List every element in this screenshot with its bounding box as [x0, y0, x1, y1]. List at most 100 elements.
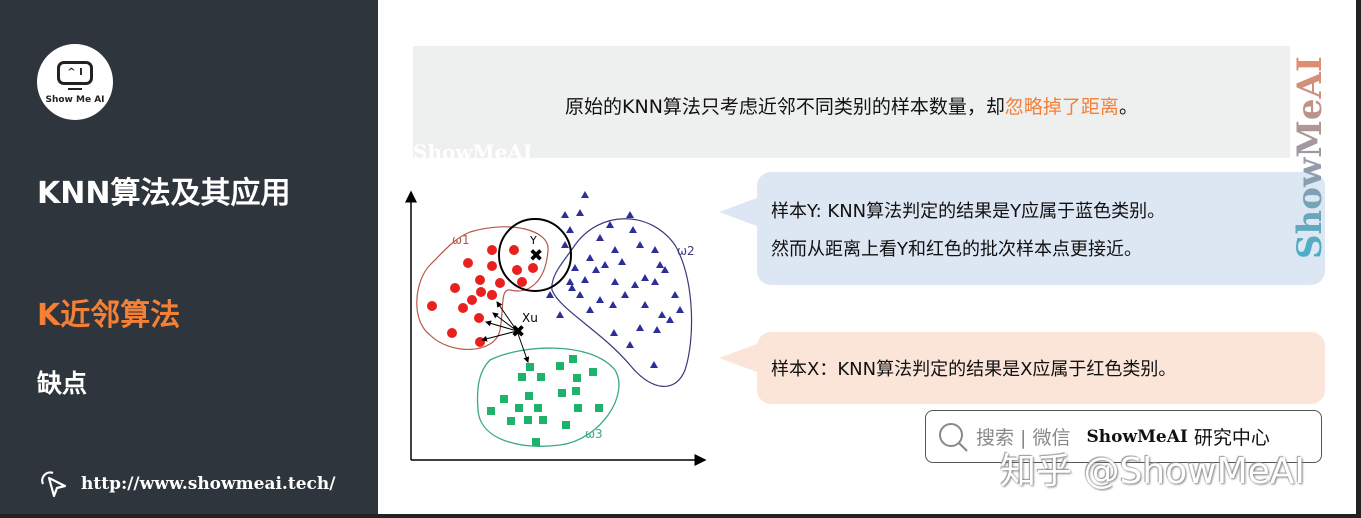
class2-point [651, 246, 659, 253]
class3-point [595, 404, 603, 412]
class1-point [475, 337, 485, 347]
class2-point [601, 261, 609, 268]
cursor-click-icon [41, 471, 67, 498]
class2-point [618, 258, 626, 265]
search-placeholder: 搜索 | 微信 [976, 427, 1071, 449]
class3-point [539, 416, 547, 424]
class3-point [572, 387, 580, 395]
neighbor-arrow [492, 312, 518, 332]
class3-point [524, 416, 532, 424]
class1-point [447, 328, 457, 338]
label-xu: Xu [522, 311, 538, 325]
class1-point [487, 290, 497, 300]
class1-point [528, 263, 538, 273]
class2-point [641, 301, 649, 308]
class1-point [517, 277, 527, 287]
sample-y-callout: 样本Y: KNN算法判定的结果是Y应属于蓝色类别。 然而从距离上看Y和红色的批次… [719, 172, 1325, 285]
class2-boundary [551, 218, 693, 387]
class2-point [626, 341, 634, 348]
class3-point [515, 404, 523, 412]
intro-text: 原始的KNN算法只考虑近邻不同类别的样本数量，却忽略掉了距离。 [565, 96, 1138, 118]
class2-point [610, 329, 618, 336]
class1-boundary [416, 226, 549, 350]
class2-point [576, 209, 584, 216]
class2-point [611, 246, 619, 253]
knn-figure: ✖✖ Y Xu ω1 ω2 ω3 [405, 190, 707, 466]
class2-point [566, 278, 574, 285]
website-link[interactable]: http://www.showmeai.tech/ [37, 468, 335, 500]
class3-point [569, 355, 577, 363]
course-title: KNN算法及其应用 [37, 176, 291, 211]
sidebar: ^ I Show Me AI KNN算法及其应用 K近邻算法 缺点 http:/… [0, 0, 378, 518]
class3-point [534, 404, 542, 412]
class2-point [676, 306, 684, 313]
class2-point [631, 281, 639, 288]
class2-point [571, 264, 579, 271]
class2-point [636, 241, 644, 248]
class2-point [581, 191, 589, 198]
class2-point [656, 261, 664, 268]
search-brand-suffix: 研究中心 [1193, 427, 1270, 449]
side-watermark: ShowMeAI [1290, 40, 1330, 275]
class2-point [611, 278, 619, 285]
class2-point [658, 311, 666, 318]
class2-point [556, 311, 564, 318]
showmeai-logo: ^ I Show Me AI [37, 44, 113, 120]
class2-point [641, 274, 649, 281]
sample-y-line1: 样本Y: KNN算法判定的结果是Y应属于蓝色类别。 [771, 200, 1166, 222]
class2-point [576, 291, 584, 298]
class1-point [512, 265, 522, 275]
neighbor-arrow [496, 301, 518, 332]
class2-point [629, 226, 637, 233]
class2-point [661, 266, 669, 273]
class2-point [653, 326, 661, 333]
class3-boundary [476, 347, 620, 447]
class2-point [586, 306, 594, 313]
class1-point [487, 261, 497, 271]
class2-point [650, 361, 658, 368]
sample-xu-mark: ✖ [511, 322, 525, 342]
search-box[interactable]: 搜索 | 微信 ShowMeAI 研究中心 [925, 410, 1322, 463]
class2-point [592, 266, 600, 273]
class2-point [671, 291, 679, 298]
class3-point [532, 438, 540, 446]
class3-point [537, 373, 545, 381]
class2-point [566, 226, 574, 233]
neighbor-arrow [516, 330, 530, 363]
class2-point [561, 241, 569, 248]
class3-point [556, 362, 564, 370]
label-w2: ω2 [677, 244, 695, 258]
y-neighborhood-circle [498, 218, 572, 292]
class3-point [558, 389, 566, 397]
class2-point [596, 234, 604, 241]
class2-point [626, 211, 634, 218]
intro-box: 原始的KNN算法只考虑近邻不同类别的样本数量，却忽略掉了距离。 ShowMeAI [413, 46, 1290, 164]
class2-point [621, 291, 629, 298]
class2-point [568, 284, 576, 291]
class1-point [476, 287, 486, 297]
class1-point [463, 258, 473, 268]
class3-point [574, 404, 582, 412]
class3-point [518, 373, 526, 381]
class3-point [589, 368, 597, 376]
subsection-title: 缺点 [37, 369, 88, 398]
class2-point [606, 221, 614, 228]
tv-icon: ^ I [57, 61, 93, 85]
section-title: K近邻算法 [37, 298, 181, 333]
class3-point [487, 407, 495, 415]
class1-point [474, 313, 484, 323]
class3-point [525, 392, 533, 400]
class2-point [546, 291, 554, 298]
website-url[interactable]: http://www.showmeai.tech/ [81, 474, 336, 494]
zhihu-watermark: 知乎 @ShowMeAI [1000, 451, 1306, 492]
class2-point [561, 211, 569, 218]
class1-point [427, 301, 437, 311]
sample-y-mark: ✖ [529, 246, 543, 266]
class3-point [507, 417, 515, 425]
class1-point [458, 303, 468, 313]
class3-point [526, 363, 534, 371]
class2-point [651, 278, 659, 285]
class3-point [562, 421, 570, 429]
class1-point [450, 283, 460, 293]
watermark: ShowMeAI [413, 140, 533, 164]
